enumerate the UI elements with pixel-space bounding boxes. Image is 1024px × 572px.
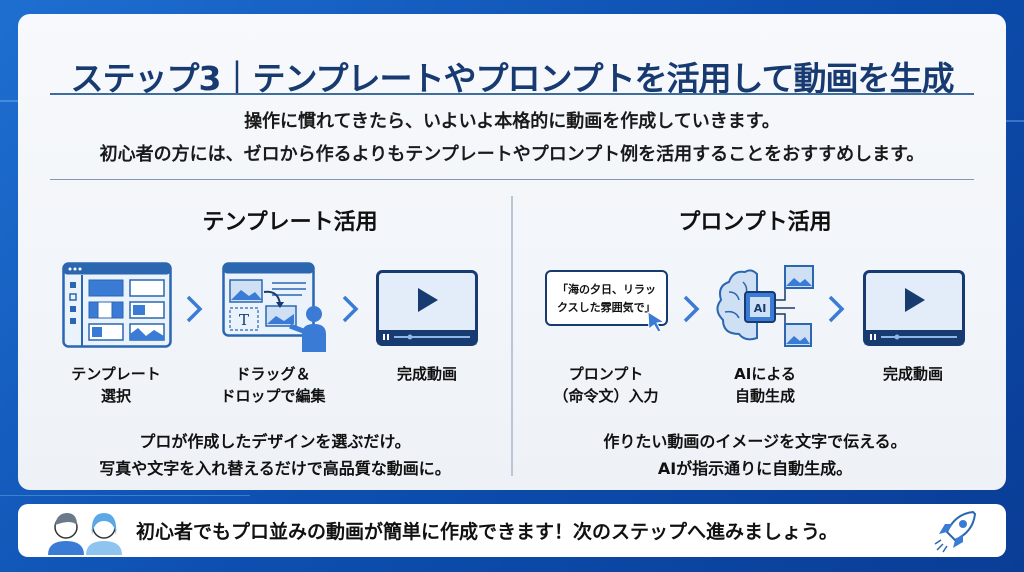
desc-line: プロが作成したデザインを選ぶだけ。	[139, 432, 411, 451]
template-grid-icon	[62, 262, 172, 348]
chevron-right-icon	[186, 295, 203, 323]
circuit-line	[1006, 120, 1024, 122]
main-card: ステップ3｜テンプレートやプロンプトを活用して動画を生成 操作に慣れてきたら、い…	[18, 14, 1006, 490]
chevron-right-icon	[342, 295, 359, 323]
video-player-icon	[863, 270, 965, 346]
step-label-finished-video: 完成動画	[357, 363, 497, 385]
label-line: AIによる	[734, 365, 796, 383]
video-player-icon	[376, 270, 478, 346]
label-line: 完成動画	[396, 365, 457, 383]
label-line: 完成動画	[882, 365, 943, 383]
prompt-description: 作りたい動画のイメージを文字で伝える。 AIが指示通りに自動生成。	[520, 428, 990, 482]
circuit-line	[0, 100, 18, 102]
label-line: ドロップで編集	[220, 387, 326, 405]
step-label-template-select: テンプレート選択	[46, 363, 186, 407]
label-line: プロンプト	[568, 365, 644, 383]
prompt-input-box: 「海の夕日、リラッ クスした雰囲気で」	[545, 270, 668, 326]
section-divider	[511, 196, 513, 476]
circuit-line	[0, 495, 250, 496]
intro-line-2: 初心者の方には、ゼロから作るよりもテンプレートやプロンプト例を活用することをおす…	[99, 144, 925, 165]
cursor-icon	[647, 311, 666, 333]
label-line: 自動生成	[734, 387, 795, 405]
divider	[50, 93, 974, 95]
people-icon	[48, 513, 122, 555]
chevron-right-icon	[683, 295, 700, 323]
page-title: ステップ3｜テンプレートやプロンプトを活用して動画を生成	[70, 59, 955, 98]
prompt-text-line: 「海の夕日、リラッ	[557, 283, 656, 296]
prompt-text-line: クスした雰囲気で」	[557, 301, 656, 314]
label-line: （命令文）入力	[553, 387, 659, 405]
label-line: 選択	[100, 387, 131, 405]
template-description: プロが作成したデザインを選ぶだけ。写真や文字を入れ替えるだけで高品質な動画に。	[40, 428, 510, 482]
drag-drop-editor-icon: T	[222, 262, 326, 352]
step-label-drag-drop: ドラッグ＆ ドロップで編集	[203, 363, 343, 407]
rocket-icon	[934, 510, 977, 553]
intro-line-1: 操作に慣れてきたら、いよいよ本格的に動画を作成していきます。	[244, 111, 780, 132]
step-label-prompt-input: プロンプト （命令文）入力	[536, 363, 676, 407]
prompt-heading: プロンプト活用	[678, 210, 832, 235]
desc-line: 作りたい動画のイメージを文字で伝える。	[603, 432, 907, 451]
label-line: テンプレート	[71, 365, 161, 383]
chevron-right-icon	[828, 295, 845, 323]
desc-line: 写真や文字を入れ替えるだけで高品質な動画に。	[99, 459, 451, 478]
text-tool-glyph: T	[239, 311, 249, 329]
footer-message: 初心者でもプロ並みの動画が簡単に作成できます！次のステップへ進みましょう。	[136, 521, 838, 543]
footer-banner: 初心者でもプロ並みの動画が簡単に作成できます！次のステップへ進みましょう。	[18, 504, 1006, 557]
step-label-ai-generation: AIによる自動生成	[695, 363, 835, 407]
ai-brain-icon: AI	[716, 265, 814, 347]
template-heading: テンプレート活用	[202, 210, 378, 235]
desc-line: AIが指示通りに自動生成。	[657, 459, 853, 478]
step-label-finished-video: 完成動画	[843, 363, 983, 385]
divider	[50, 179, 974, 180]
ai-chip-label: AI	[754, 302, 767, 315]
label-line: ドラッグ＆	[235, 365, 311, 383]
